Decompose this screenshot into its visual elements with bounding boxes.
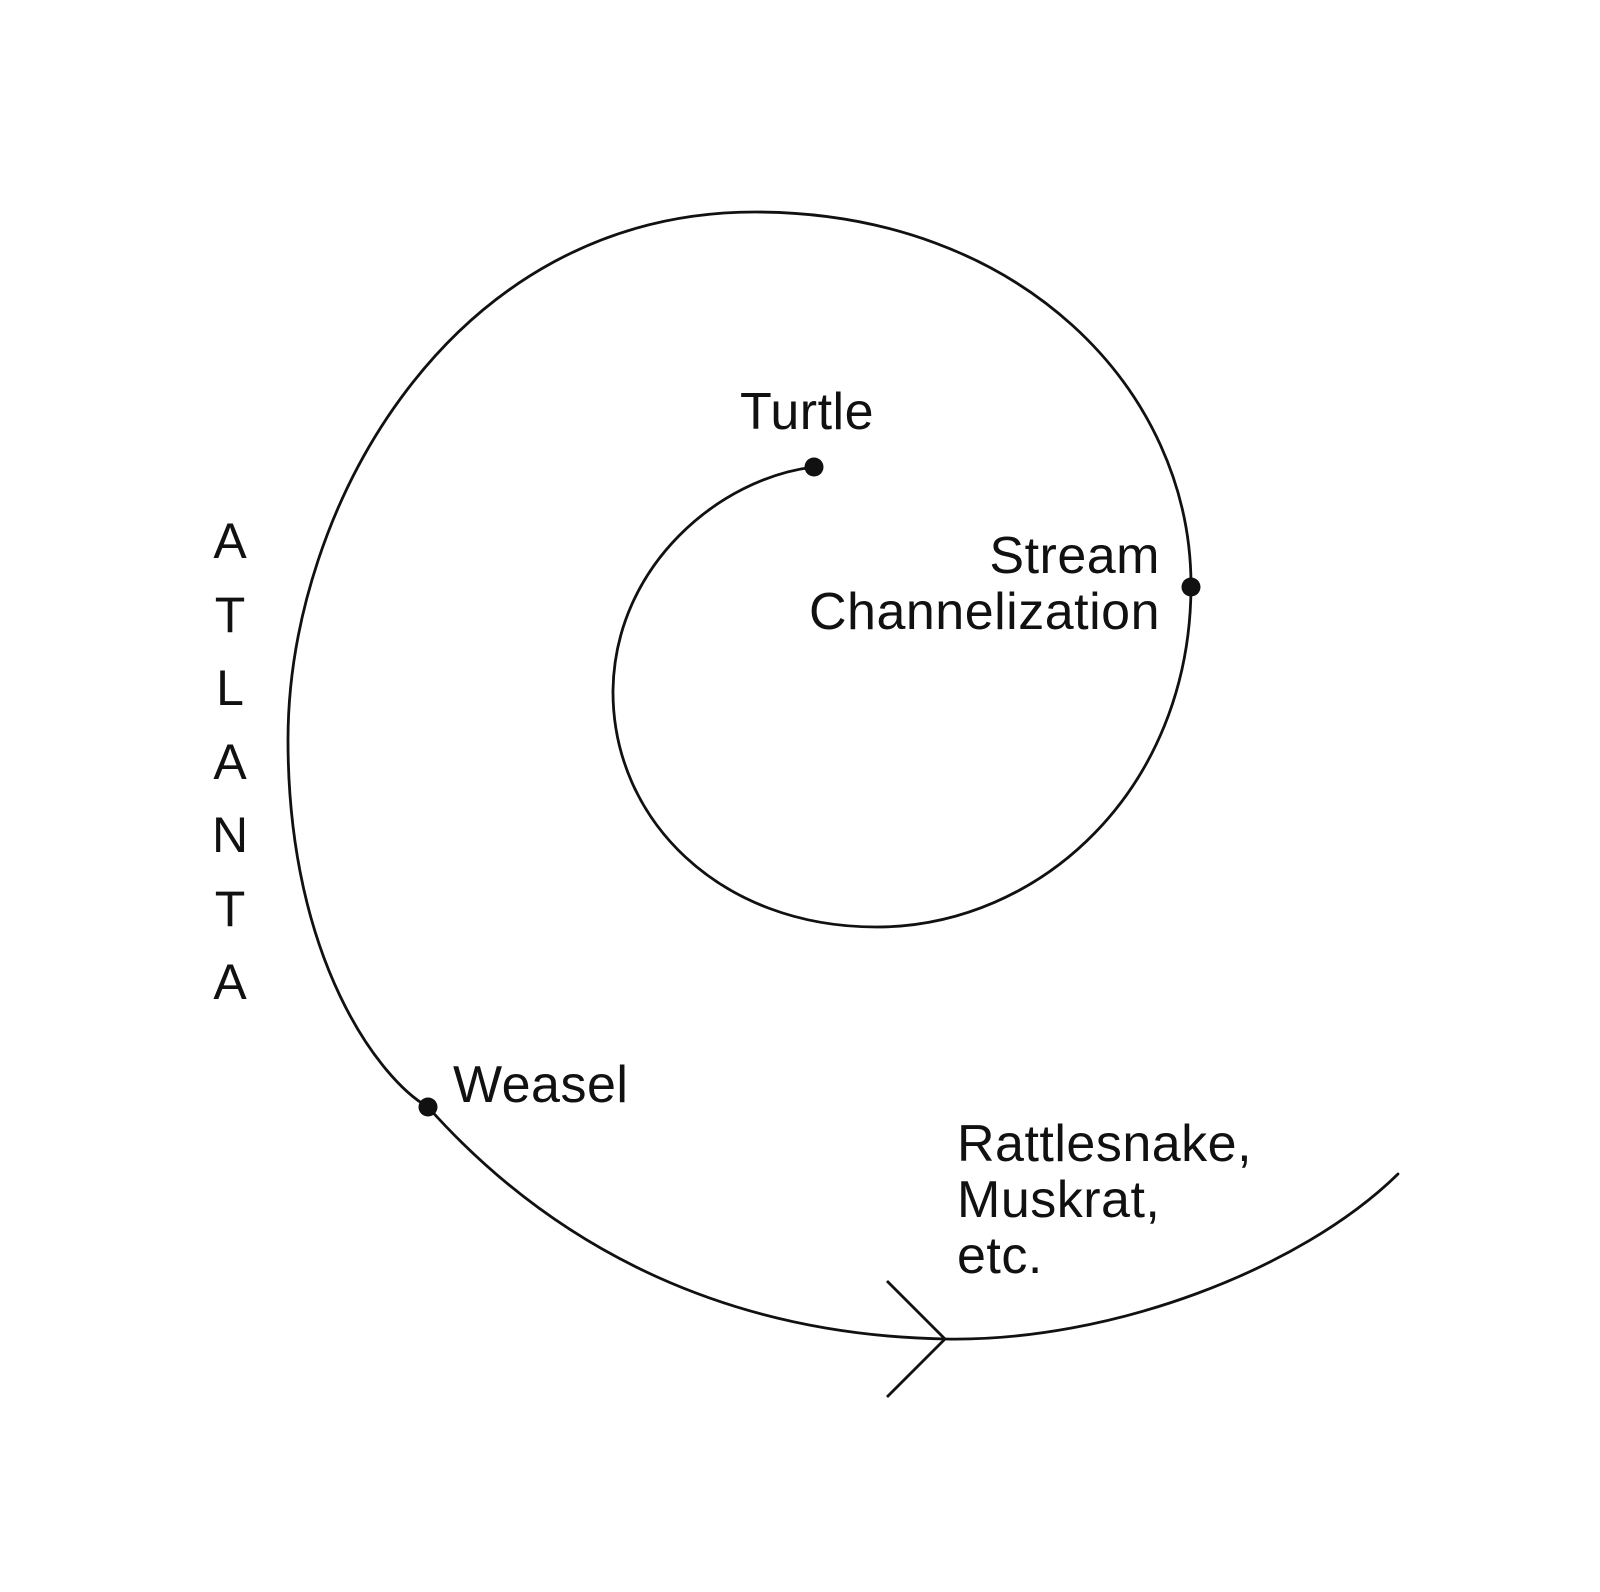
title-letter: A: [213, 733, 247, 790]
title-letter: L: [216, 660, 244, 716]
turtle-node-dot: [804, 457, 824, 477]
stream-node-dot: [1181, 577, 1201, 597]
end-label-line2: Muskrat,: [957, 1171, 1161, 1229]
title-letter: N: [211, 807, 249, 863]
weasel-label: Weasel: [453, 1056, 629, 1114]
turtle-label: Turtle: [740, 383, 874, 441]
title-letter: A: [213, 954, 247, 1010]
end-label-line1: Rattlesnake,: [957, 1115, 1253, 1173]
stream-label-line2: Channelization: [808, 583, 1160, 641]
stream-label-line1: Stream: [989, 527, 1160, 585]
vertical-title-atlanta: A T L A N T A: [205, 505, 255, 1020]
title-letter: T: [214, 880, 246, 937]
spiral-path: [286, 210, 1400, 1341]
weasel-node-dot: [418, 1097, 438, 1117]
end-label-line3: etc.: [957, 1227, 1043, 1285]
end-species-label: Rattlesnake, Muskrat, etc.: [957, 1116, 1252, 1284]
title-letter: T: [214, 586, 246, 643]
title-letter: A: [213, 513, 247, 569]
stream-channelization-label: Stream Channelization: [755, 528, 1160, 640]
arrow-right-icon: [886, 1280, 947, 1398]
